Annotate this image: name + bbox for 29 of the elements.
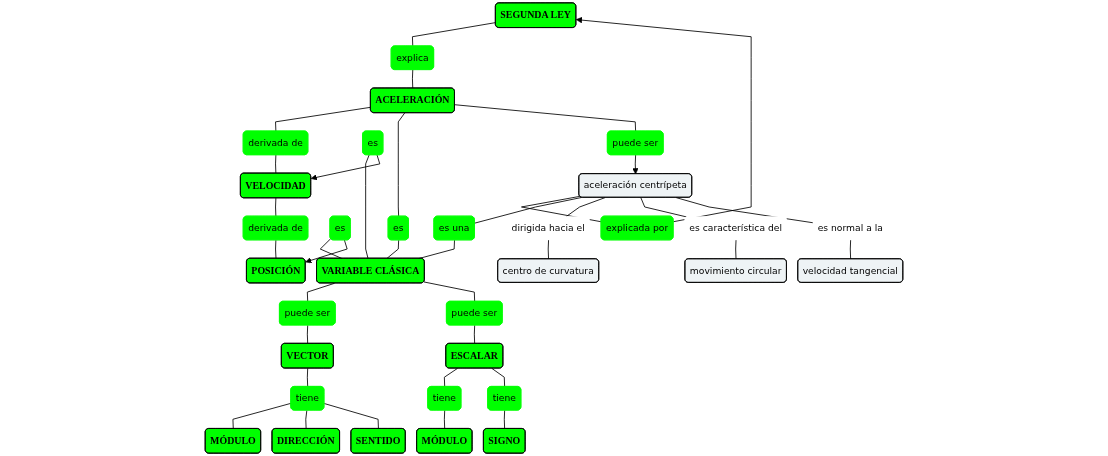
connector bbox=[232, 402, 292, 430]
connector bbox=[454, 104, 637, 132]
connector bbox=[275, 106, 372, 132]
connector bbox=[640, 197, 688, 218]
connector bbox=[275, 239, 277, 259]
connector bbox=[306, 367, 309, 388]
connector bbox=[365, 154, 370, 259]
connector bbox=[275, 197, 277, 217]
connector bbox=[521, 195, 602, 223]
connector bbox=[503, 410, 506, 430]
connector bbox=[306, 282, 335, 303]
connector bbox=[306, 324, 309, 345]
node-text: es normal a la bbox=[817, 222, 883, 234]
connector bbox=[305, 410, 308, 430]
connector bbox=[412, 22, 497, 47]
connector bbox=[412, 69, 414, 89]
connector bbox=[547, 239, 549, 260]
connector bbox=[474, 197, 583, 224]
connector bbox=[397, 112, 406, 217]
connector bbox=[735, 239, 737, 260]
connector bbox=[491, 367, 506, 388]
connector bbox=[849, 239, 852, 260]
connector bbox=[386, 239, 400, 259]
connector bbox=[423, 281, 476, 303]
connector bbox=[443, 410, 446, 430]
connector bbox=[565, 197, 606, 217]
connector bbox=[275, 154, 277, 174]
connector bbox=[473, 324, 476, 345]
connector bbox=[323, 403, 379, 430]
